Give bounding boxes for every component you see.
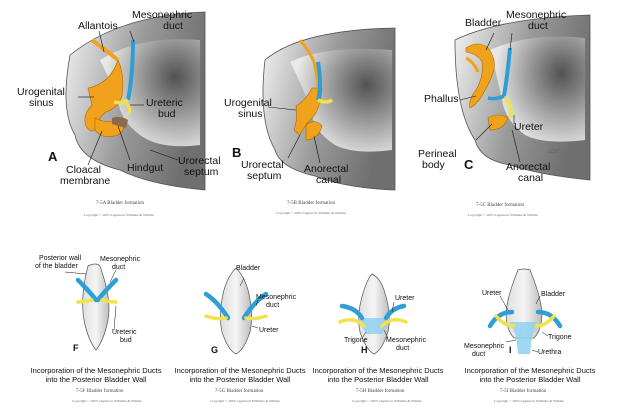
label-posterior-wall: Posterior wall of the bladder	[35, 255, 82, 270]
label-trigone-i: Trigone	[548, 334, 572, 341]
label-mesonephric-duct-c: Mesonephric duct	[506, 9, 567, 32]
panel-a-art	[65, 11, 206, 191]
title-h: Incorporation of the Mesonephric Ducts i…	[312, 366, 444, 384]
panel-letter-i: I	[509, 345, 512, 355]
label-ureter-c: Ureter	[514, 121, 544, 133]
caption-i: 7-5I Bladder formation	[500, 389, 547, 394]
caption-b: 7-5B Bladder formation	[287, 201, 336, 206]
label-ureteric-bud-a: Ureteric bud	[146, 97, 183, 120]
label-mesonephric-duct-f: Mesonephric duct	[100, 256, 141, 271]
caption-h: 7-5H Bladder formation	[356, 389, 405, 394]
panel-b-art	[262, 27, 396, 191]
label-mesonephric-duct-i: Mesonephric duct	[464, 343, 505, 358]
label-trigone-h: Trigone	[344, 337, 368, 344]
panel-c-art	[454, 14, 591, 181]
copyright-i: Copyright © 2005 Lippincott Williams & W…	[494, 399, 564, 403]
label-bladder-g: Bladder	[236, 265, 261, 272]
label-cloacal-membrane: Cloacal membrane	[60, 164, 111, 187]
label-phallus: Phallus	[424, 93, 459, 105]
label-perineal-body: Perineal body	[418, 148, 457, 171]
panel-f-art	[64, 263, 119, 351]
panel-letter-g: G	[211, 345, 219, 355]
title-g: Incorporation of the Mesonephric Ducts i…	[174, 366, 306, 384]
artist-signature: abr.	[548, 147, 562, 155]
caption-g: 7-5G Bladder formation	[215, 389, 264, 394]
title-i: Incorporation of the Mesonephric Ducts i…	[464, 366, 596, 384]
label-mesonephric-duct-g: Mesonephric duct	[256, 294, 297, 309]
panel-letter-h: H	[361, 345, 368, 355]
label-urogenital-sinus-b: Urogenital sinus	[224, 97, 272, 120]
label-urorectal-septum-a: Urorectal septum	[178, 155, 221, 178]
panel-letter-a: A	[48, 149, 58, 164]
copyright-a: Copyright © 2005 Lippincott Williams & W…	[84, 213, 154, 217]
panel-letter-c: C	[464, 157, 474, 172]
title-f: Incorporation of the Mesonephric Ducts i…	[30, 366, 162, 384]
label-anorectal-canal-c: Anorectal canal	[506, 161, 551, 184]
label-bladder-c: Bladder	[465, 17, 502, 29]
label-allantois: Allantois	[78, 20, 118, 32]
label-ureter-g: Ureter	[259, 327, 279, 334]
panel-g-art	[203, 267, 269, 355]
panel-h-art	[338, 273, 408, 355]
label-hindgut: Hindgut	[127, 162, 164, 174]
label-ureteric-bud-f: Ureteric bud	[112, 329, 137, 344]
copyright-f: Copyright © 2005 Lippincott Williams & W…	[72, 399, 142, 403]
label-mesonephric-duct-h: Mesonephric duct	[386, 337, 427, 352]
label-bladder-i: Bladder	[541, 291, 566, 298]
label-mesonephric-duct-a: Mesonephric duct	[132, 9, 193, 32]
copyright-g: Copyright © 2005 Lippincott Williams & W…	[210, 399, 280, 403]
label-ureter-h: Ureter	[395, 295, 415, 302]
label-urogenital-sinus-a: Urogenital sinus	[17, 86, 65, 109]
panel-letter-f: F	[73, 343, 79, 353]
label-anorectal-canal-b: Anorectal canal	[304, 163, 349, 186]
caption-a: 7-5A Bladder formation	[96, 201, 145, 206]
label-urethra-i: Urethra	[538, 349, 562, 356]
label-urorectal-septum-b: Urorectal septum	[241, 159, 284, 182]
label-ureter-i: Ureter	[482, 290, 502, 297]
copyright-h: Copyright © 2005 Lippincott Williams & W…	[352, 399, 422, 403]
caption-c: 7-5C Bladder formation	[476, 203, 525, 208]
panel-letter-b: B	[232, 145, 242, 160]
caption-f: 7-5F Bladder formation	[76, 389, 124, 394]
copyright-b: Copyright © 2005 Lippincott Williams & W…	[276, 211, 346, 215]
copyright-c: Copyright © 2005 Lippincott Williams & W…	[468, 213, 538, 217]
panel-i-art	[487, 268, 563, 354]
